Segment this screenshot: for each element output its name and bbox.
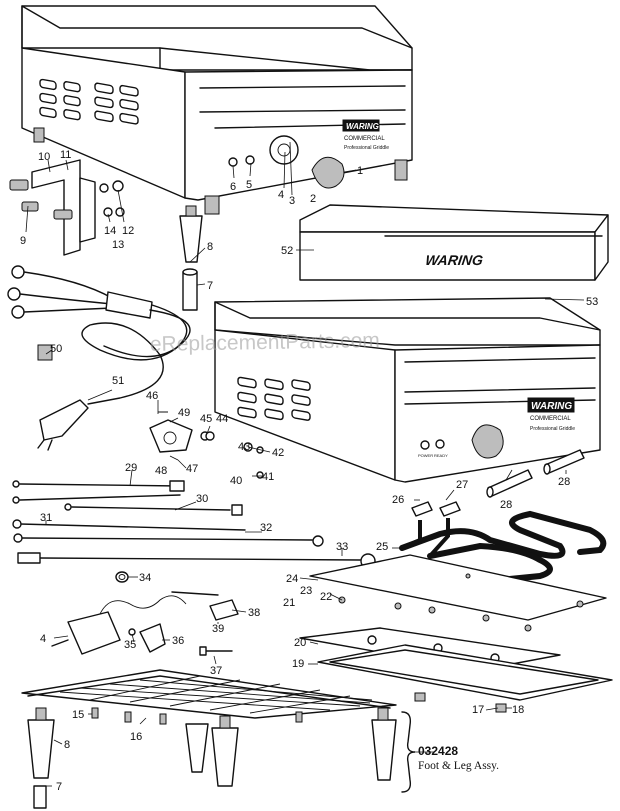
callout-53: 53 [586, 296, 598, 308]
base-plates [299, 627, 613, 713]
callout-6: 6 [230, 181, 236, 193]
callout-52: 52 [281, 245, 293, 257]
middle-logo-script: Professional Griddle [530, 426, 575, 432]
watermark: eReplacementParts.com [150, 329, 380, 356]
callout-16: 16 [130, 731, 142, 743]
callout-28b: 28 [558, 476, 570, 488]
top-logo-sub: COMMERCIAL [344, 136, 385, 142]
callout-7: 7 [207, 280, 213, 292]
callout-24: 24 [286, 573, 298, 585]
thermostat-parts [51, 591, 239, 656]
griddle-top-assembly: WARING COMMERCIAL Professional Griddle [21, 5, 413, 215]
callout-14: 14 [104, 225, 116, 237]
callout-5: 5 [246, 179, 252, 191]
top-logo-script: Professional Griddle [344, 145, 389, 151]
ready-label: READY [434, 453, 448, 458]
callout-33: 33 [336, 541, 348, 553]
callout-17: 17 [472, 704, 484, 716]
assembly-number: 032428 [418, 744, 458, 758]
callout-29: 29 [125, 462, 137, 474]
callout-8: 8 [207, 241, 213, 253]
callout-1: 1 [357, 165, 363, 177]
callout-11: 11 [60, 149, 71, 161]
callout-23: 23 [300, 585, 312, 597]
power-cord [7, 265, 191, 451]
callout-28a: 28 [500, 499, 512, 511]
drip-tray: WARING [299, 204, 609, 281]
callout-13: 13 [112, 239, 124, 251]
side-vents [39, 78, 139, 125]
griddle-middle-assembly: WARING COMMERCIAL Professional Griddle P… [214, 297, 601, 483]
callout-30: 30 [196, 493, 208, 505]
callout-20: 20 [294, 637, 306, 649]
leader-lines [25, 141, 585, 787]
callout-39: 39 [212, 623, 224, 635]
callout-43: 43 [238, 441, 250, 453]
wire-leads [12, 480, 376, 583]
callout-15: 15 [72, 709, 84, 721]
callout-12: 12 [122, 225, 134, 237]
callout-34: 34 [139, 572, 151, 584]
callout-labels: 1 2 3 4 5 6 7 8 9 10 11 12 13 14 52 53 5… [20, 149, 598, 793]
callout-51: 51 [112, 375, 124, 387]
callout-18: 18 [512, 704, 524, 716]
assembly-bracket [401, 711, 416, 793]
callout-44: 44 [216, 413, 228, 425]
callout-21: 21 [283, 597, 295, 609]
callout-37: 37 [210, 665, 222, 677]
callout-27: 27 [456, 479, 468, 491]
element-plate [309, 554, 607, 632]
callout-25: 25 [376, 541, 388, 553]
callout-32: 32 [260, 522, 272, 534]
heating-element [399, 501, 607, 583]
assembly-description: Foot & Leg Assy. [418, 760, 499, 772]
callout-3: 3 [289, 195, 295, 207]
mounting-bracket [9, 159, 125, 256]
callout-9: 9 [20, 235, 26, 247]
callout-22: 22 [320, 591, 332, 603]
callout-4: 4 [278, 189, 284, 201]
callout-26: 26 [392, 494, 404, 506]
middle-side-vents [237, 376, 311, 421]
callout-36: 36 [172, 635, 184, 647]
callout-47: 47 [186, 463, 198, 475]
middle-logo-sub: COMMERCIAL [530, 416, 571, 422]
callout-4b: 4 [40, 633, 46, 645]
callout-46: 46 [146, 390, 158, 402]
leg-upper [179, 205, 203, 311]
tray-logo: WARING [424, 252, 484, 268]
middle-logo: WARING [531, 401, 572, 412]
power-label: POWER [418, 453, 433, 458]
callout-48: 48 [155, 465, 167, 477]
callout-19: 19 [292, 658, 304, 670]
callout-2: 2 [310, 193, 316, 205]
callout-50: 50 [50, 343, 62, 355]
callout-41: 41 [262, 471, 274, 483]
callout-49: 49 [178, 407, 190, 419]
callout-45: 45 [200, 413, 212, 425]
callout-38: 38 [248, 607, 260, 619]
callout-7b: 7 [56, 781, 62, 793]
top-logo: WARING [346, 122, 379, 131]
callout-8b: 8 [64, 739, 70, 751]
callout-42: 42 [272, 447, 284, 459]
rods [486, 449, 585, 498]
callout-35: 35 [124, 639, 136, 651]
callout-10: 10 [38, 151, 50, 163]
callout-31: 31 [40, 512, 52, 524]
callout-40: 40 [230, 475, 242, 487]
bottom-base [21, 669, 397, 809]
